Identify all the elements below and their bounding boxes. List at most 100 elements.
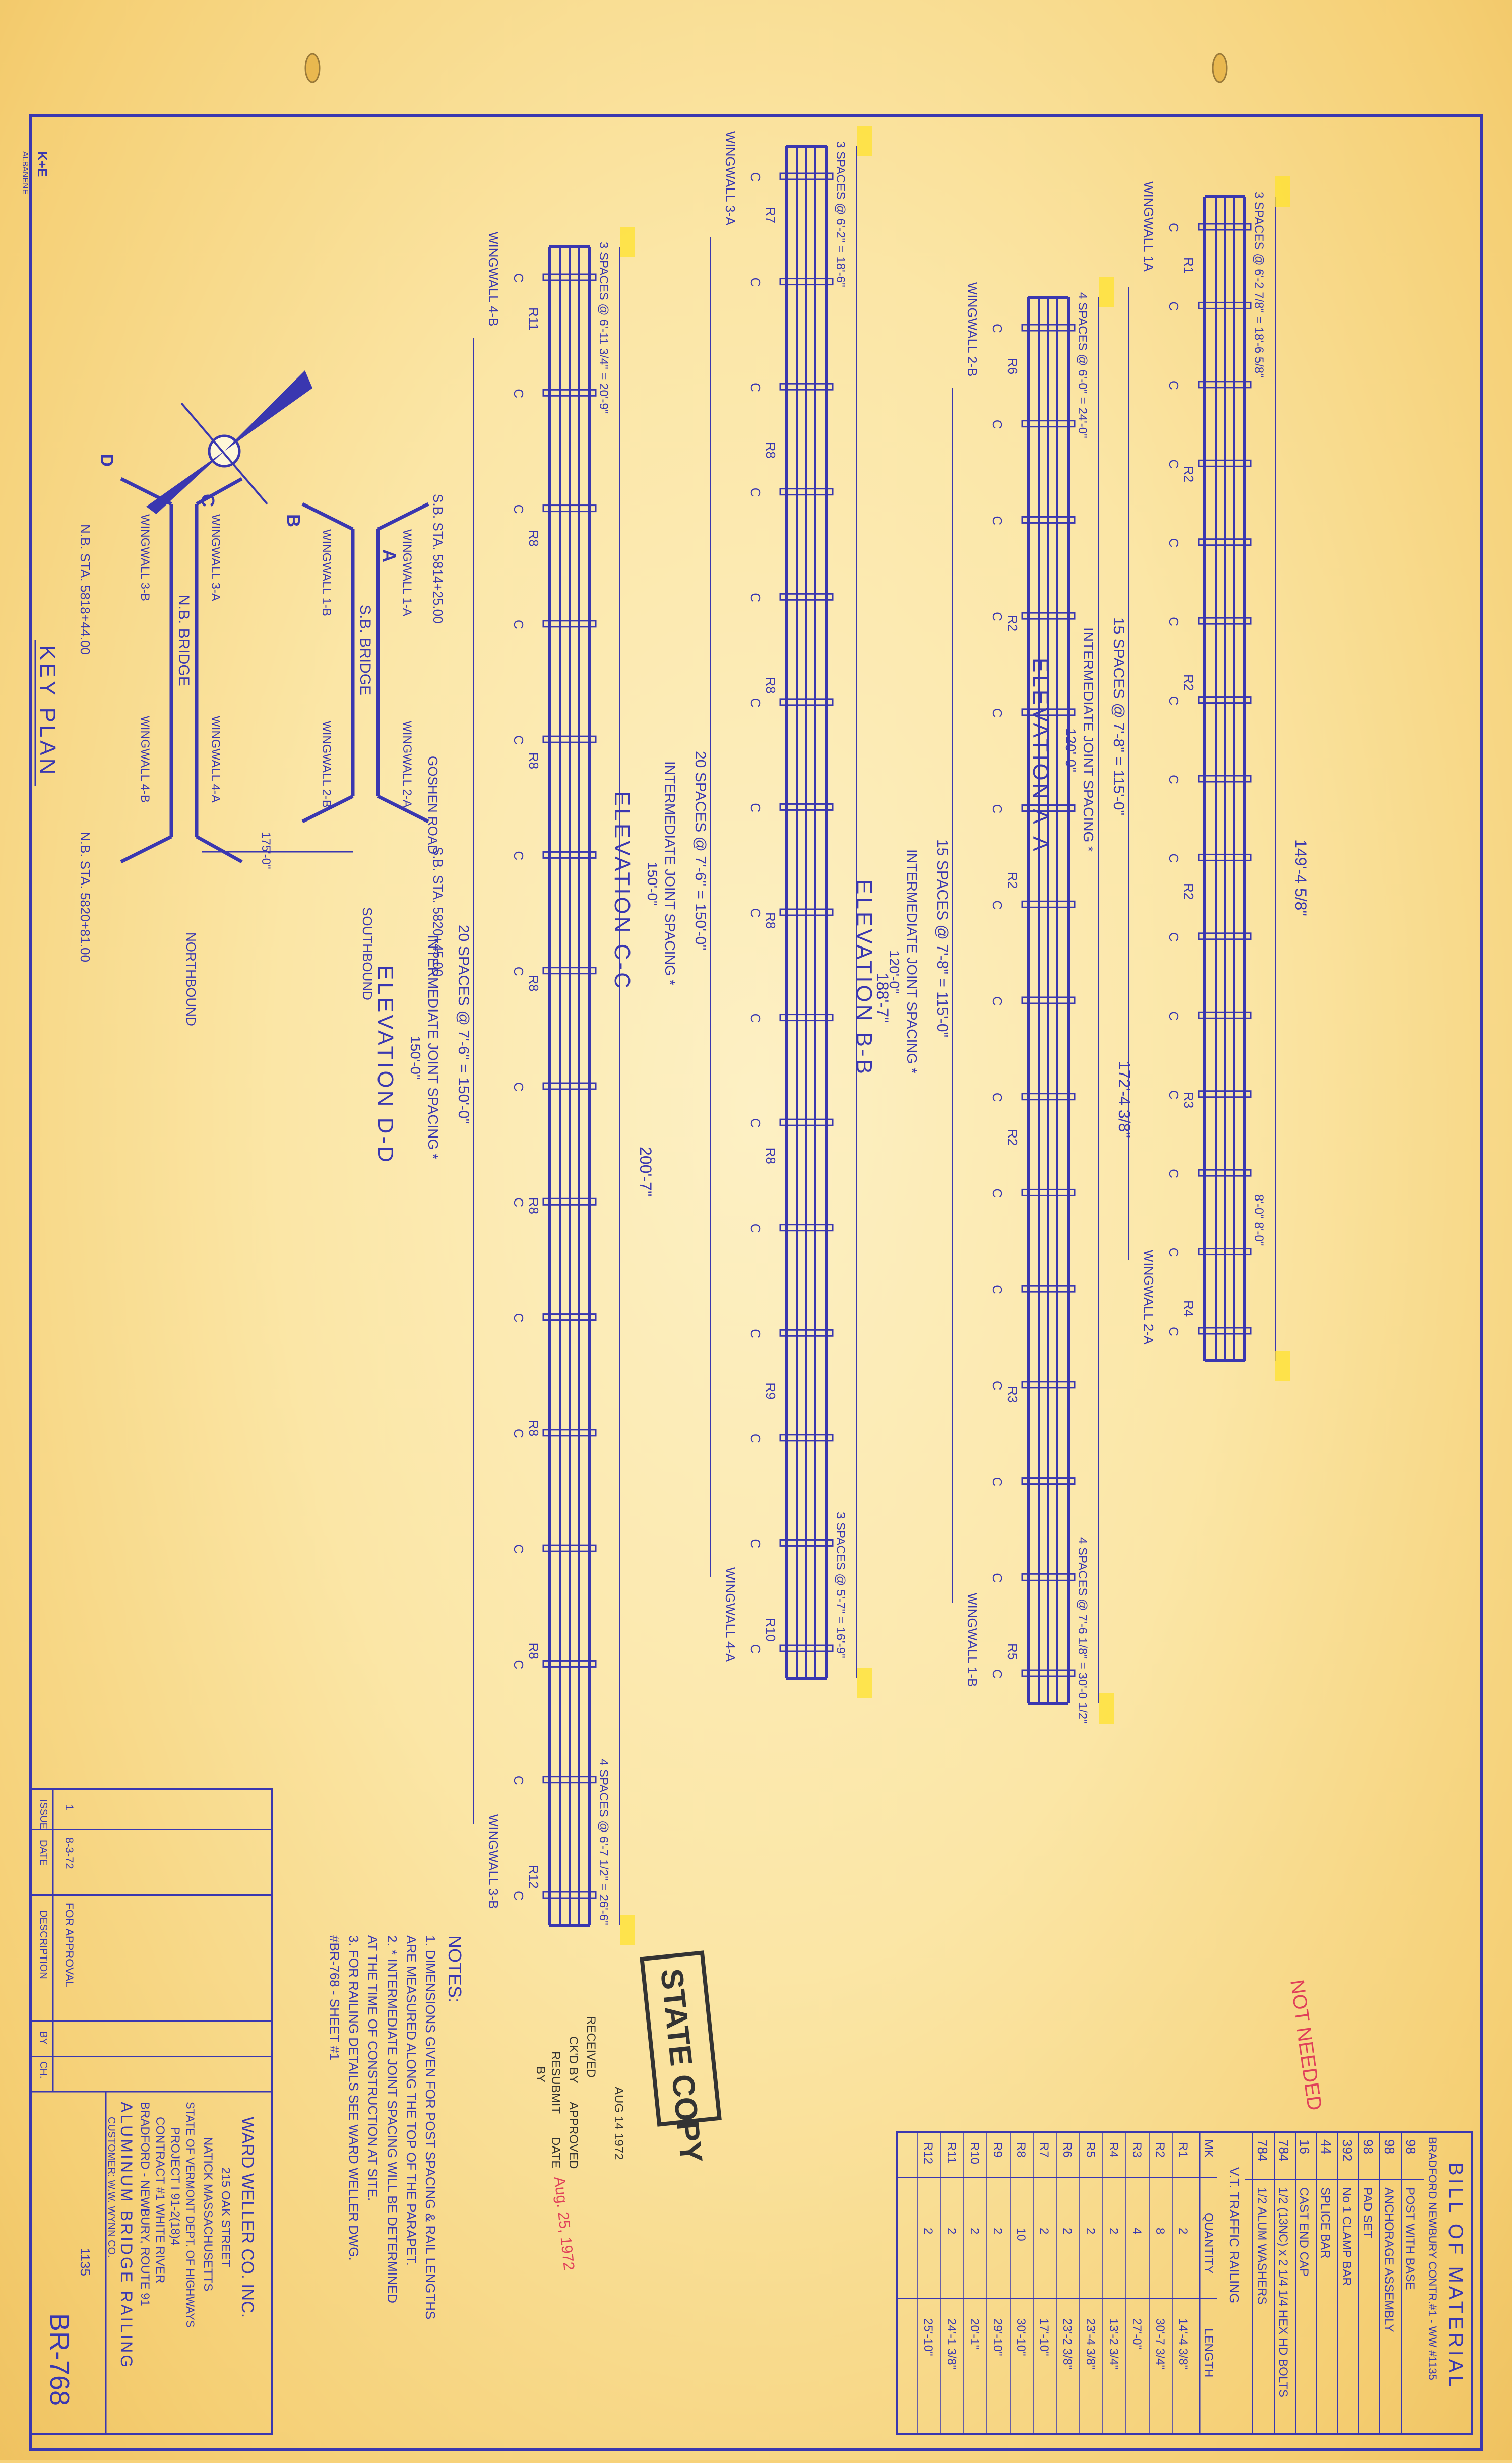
- post-mark: C: [511, 620, 526, 629]
- post: [1021, 1093, 1076, 1101]
- post-mark: C: [748, 1014, 763, 1023]
- post-mark: C: [990, 1669, 1005, 1679]
- post: [542, 1544, 597, 1552]
- notes-lines: 1. DIMENSIONS GIVEN FOR POST SPACING & R…: [327, 1935, 438, 2319]
- rail-mk: R1: [1176, 2142, 1190, 2158]
- post-mark: C: [1166, 1090, 1181, 1100]
- note-line: ARE MEASURED ALONG THE TOP OF THE PARAPE…: [404, 1935, 419, 2266]
- location: BRADFORD - NEWBURY, ROUTE 91: [138, 2102, 152, 2306]
- left-spacing-dim: 3 SPACES @ 6'-11 3/4" = 20'-9": [597, 242, 610, 414]
- rail-mark: R2: [1181, 883, 1196, 900]
- post-mark: C: [511, 967, 526, 976]
- sb-sta-2: S.B. STA. 5820+45.00: [430, 847, 446, 977]
- post-mark: C: [748, 1434, 763, 1443]
- mark-b: B: [283, 514, 304, 527]
- post-mark: C: [748, 1329, 763, 1338]
- post: [1198, 775, 1252, 783]
- post: [542, 1197, 597, 1206]
- ww-1b: WINGWALL 1-B: [320, 529, 333, 616]
- by-label: BY: [534, 2066, 547, 2082]
- rail-mk: R10: [968, 2142, 981, 2164]
- highlight-mark: [1275, 1351, 1290, 1381]
- right-spacing-dim: 4 SPACES @ 7'-6 1/8" = 30'-0 1/2": [1076, 1537, 1089, 1724]
- rail-qty: 2: [968, 2228, 981, 2234]
- gosher-road-label: GOSHEN ROAD: [425, 756, 440, 854]
- post-mark: C: [511, 1429, 526, 1438]
- received-label: RECEIVED: [584, 2016, 598, 2078]
- overall-length: 200'-7": [637, 1147, 655, 1196]
- resubmit-label: RESUBMIT: [549, 2051, 562, 2114]
- rail-len: 24'-1 3/8": [944, 2318, 958, 2369]
- revision-header-cell: ISSUE: [38, 1799, 49, 1829]
- mark-c: C: [198, 494, 218, 507]
- bill-of-material: BILL OF MATERIAL BRADFORD NEWBURY CONTR.…: [896, 1978, 1473, 2435]
- bom-qty: 44: [1318, 2139, 1334, 2154]
- elevation-title: ELEVATION C-C: [610, 791, 635, 991]
- post-mark: C: [1166, 932, 1181, 942]
- drawing-number: BR-768: [44, 2313, 75, 2406]
- note-line: #BR-768 - SHEET #1: [327, 1935, 342, 2060]
- post: [1021, 612, 1076, 620]
- post-mark: C: [511, 851, 526, 860]
- post-mark: C: [748, 1118, 763, 1128]
- note-line: 1. DIMENSIONS GIVEN FOR POST SPACING & R…: [423, 1935, 438, 2319]
- nb-sta-1: N.B. STA. 5818+44.00: [78, 524, 93, 655]
- post-mark: C: [990, 420, 1005, 429]
- bom-desc: No 1 CLAMP BAR: [1340, 2187, 1353, 2286]
- rail-qty: 2: [991, 2228, 1004, 2234]
- post: [542, 389, 597, 397]
- revision-issue: 1: [63, 1804, 76, 1810]
- post-mark: C: [990, 1188, 1005, 1198]
- left-spacing-dim: 4 SPACES @ 6'-0" = 24'-0": [1076, 292, 1089, 438]
- note-line: 2. * INTERMEDIATE JOINT SPACING WILL BE …: [385, 1935, 400, 2303]
- post-mark: C: [511, 1082, 526, 1092]
- bom-desc: 1/2 ALUM WASHERS: [1255, 2187, 1269, 2305]
- post-mark: C: [748, 488, 763, 497]
- rail-qty: 2: [1107, 2228, 1120, 2234]
- ww-4a: WINGWALL 4-A: [209, 716, 222, 803]
- post: [779, 488, 834, 496]
- wingwall-end: WINGWALL 3-B: [486, 1814, 501, 1909]
- post-mark: C: [1166, 1169, 1181, 1178]
- post-mark: C: [1166, 1011, 1181, 1021]
- sb-wing: [301, 502, 354, 531]
- post-mark: C: [1166, 617, 1181, 626]
- post-mark: C: [511, 504, 526, 514]
- bom-desc: CAST END CAP: [1297, 2187, 1311, 2277]
- nb-wing: [120, 477, 172, 506]
- rail-mark: R8: [763, 1148, 778, 1164]
- post-mark: C: [990, 612, 1005, 621]
- stamp-date-value: Aug. 25, 1972: [551, 2176, 577, 2271]
- post-mark: C: [1166, 381, 1181, 390]
- post-mark: C: [748, 1644, 763, 1654]
- stamp-date-label: DATE: [549, 2137, 562, 2168]
- bom-desc: ANCHORAGE ASSEMBLY: [1382, 2187, 1396, 2332]
- post: [779, 1434, 834, 1442]
- post: [1021, 1669, 1076, 1677]
- post: [1021, 900, 1076, 908]
- sb-wing: [377, 502, 429, 531]
- post-mark: C: [748, 278, 763, 287]
- bom-qty: 16: [1297, 2139, 1312, 2154]
- post: [1198, 538, 1252, 546]
- rail-qty: 8: [1153, 2228, 1167, 2234]
- post: [779, 1539, 834, 1547]
- rail-mk: R12: [921, 2142, 935, 2164]
- post: [542, 273, 597, 281]
- rail-mark: R9: [763, 1382, 778, 1399]
- rail-mark: R3: [1005, 1386, 1020, 1403]
- ww-1a: WINGWALL 1-A: [400, 529, 414, 616]
- bom-desc: SPLICE BAR: [1318, 2187, 1332, 2258]
- state-copy-stamp: STATE COPY: [640, 1950, 722, 2165]
- revision-header-cell: DATE: [38, 1840, 49, 1866]
- bom-desc: PAD SET: [1361, 2187, 1374, 2238]
- state-dept: STATE OF VERMONT DEPT. OF HIGHWAYS: [184, 2102, 197, 2328]
- revision-header-cell: CH.: [38, 2061, 49, 2078]
- title-block-frame: [29, 1788, 273, 2435]
- post: [1021, 1381, 1076, 1389]
- post: [1198, 932, 1252, 940]
- post-mark: C: [990, 1477, 1005, 1487]
